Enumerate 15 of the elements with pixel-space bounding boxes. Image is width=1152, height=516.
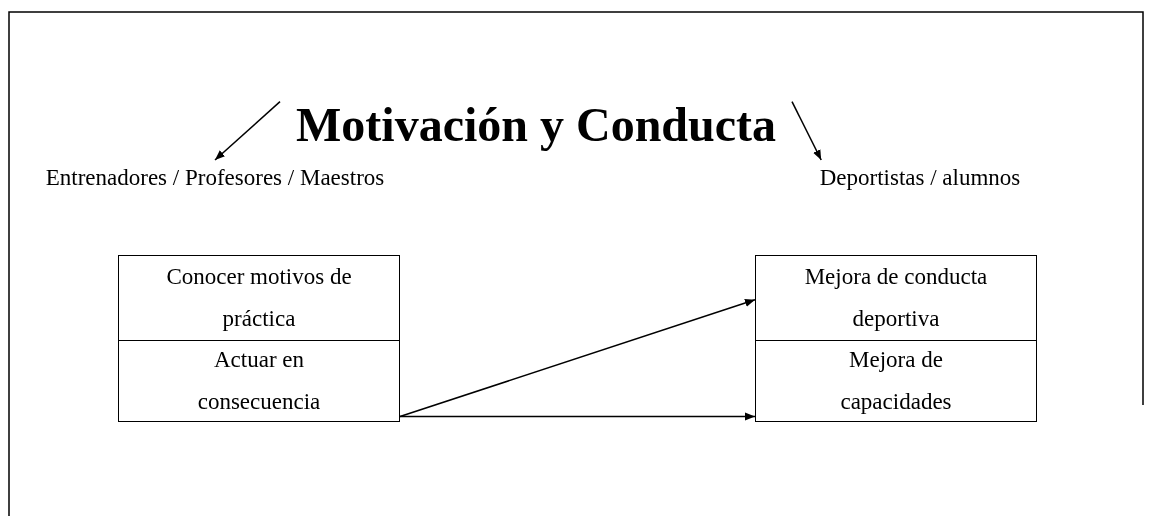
box-text: Actuar en consecuencia <box>196 345 322 416</box>
arrow <box>791 100 822 161</box>
arrow <box>399 412 756 421</box>
text-box <box>118 339 400 422</box>
box-text: Mejora de capacidades <box>839 345 953 416</box>
heading-text: Motivación y Conducta <box>295 96 777 152</box>
text-box <box>755 339 1037 422</box>
box-text: Conocer motivos de práctica <box>165 263 353 333</box>
arrow <box>399 298 756 418</box>
group-label: Deportistas / alumnos <box>819 165 1021 191</box>
text-box <box>118 255 400 341</box>
box-text: Mejora de conducta deportiva <box>803 263 989 333</box>
text-box <box>755 255 1037 341</box>
group-label: Entrenadores / Profesores / Maestros <box>45 165 385 191</box>
arrow <box>214 100 281 161</box>
